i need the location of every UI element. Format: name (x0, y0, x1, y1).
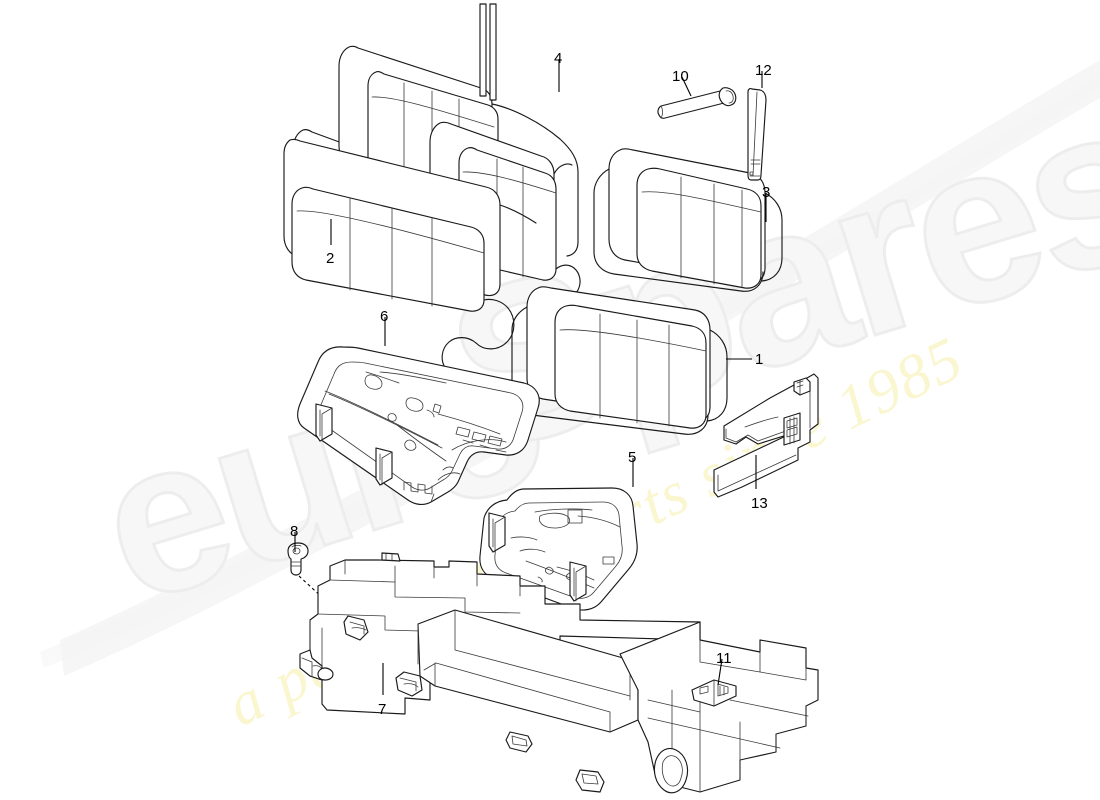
callout-number-7: 7 (378, 701, 387, 718)
callout-number-13: 13 (751, 495, 768, 512)
callout-number-4: 4 (554, 50, 563, 67)
callout-number-1: 1 (755, 351, 764, 368)
callout-number-6: 6 (380, 308, 389, 325)
callout-number-8: 8 (290, 523, 299, 540)
callout-number-12: 12 (755, 62, 772, 79)
callout-number-11: 11 (716, 650, 732, 667)
callout-number-2: 2 (326, 250, 335, 267)
callout-number-3: 3 (762, 184, 771, 201)
callout-number-5: 5 (628, 449, 637, 466)
leader-lines (294, 59, 767, 695)
callout-number-10: 10 (672, 68, 689, 85)
part-11-clip (691, 679, 737, 707)
